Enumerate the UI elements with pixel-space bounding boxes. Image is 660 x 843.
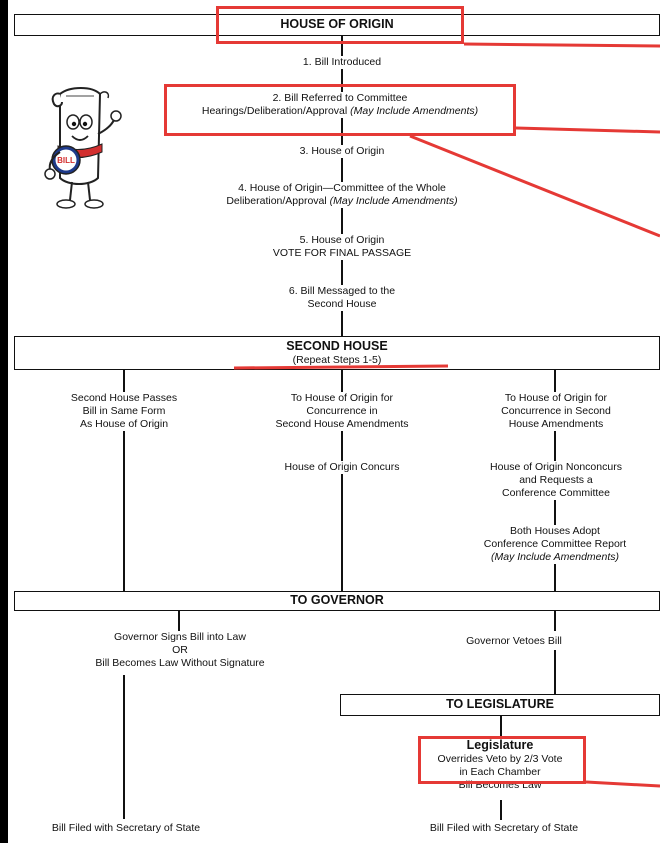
- step-3: 3. House of Origin: [270, 145, 414, 158]
- mascot-badge-text: BILL: [57, 156, 75, 165]
- house-of-origin-title: HOUSE OF ORIGIN: [280, 17, 394, 31]
- house-of-origin-concurs: House of Origin Concurs: [264, 461, 420, 474]
- step-1: 1. Bill Introduced: [266, 56, 418, 69]
- conference-report: Both Houses Adopt Conference Committee R…: [462, 525, 648, 564]
- filed-right: Bill Filed with Secretary of State: [429, 822, 579, 834]
- annotation-line-legislature: [585, 780, 660, 788]
- second-house-header: SECOND HOUSE (Repeat Steps 1-5): [14, 336, 660, 370]
- to-legislature-title: TO LEGISLATURE: [446, 697, 554, 711]
- filed-left-line: [123, 675, 125, 819]
- annotation-line-diagonal: [409, 134, 660, 238]
- concurrence-right: To House of Origin for Concurrence in Se…: [470, 392, 642, 431]
- filed-left: Bill Filed with Secretary of State: [51, 822, 201, 834]
- step-5: 5. House of Origin VOTE FOR FINAL PASSAG…: [250, 234, 434, 260]
- step-4: 4. House of Origin—Committee of the Whol…: [190, 182, 494, 208]
- governor-right-line: [554, 611, 556, 631]
- filed-right-line: [500, 800, 502, 820]
- second-house-title: SECOND HOUSE: [286, 339, 388, 353]
- annotation-underline-second-house: [233, 364, 449, 370]
- conference-amendments: (May Include Amendments): [491, 551, 619, 563]
- governor-left-line: [178, 611, 180, 631]
- annotation-line-step2: [515, 126, 660, 134]
- nonconcurs: House of Origin Nonconcurs and Requests …: [466, 461, 646, 500]
- veto-line: [554, 650, 556, 694]
- step-4-amendments: (May Include Amendments): [329, 195, 458, 207]
- to-governor-title: TO GOVERNOR: [290, 593, 384, 607]
- step-2-amendments: (May Include Amendments): [350, 105, 479, 117]
- governor-vetoes: Governor Vetoes Bill: [466, 635, 562, 647]
- step-6: 6. Bill Messaged to the Second House: [260, 285, 424, 311]
- legislature-line: [500, 716, 502, 736]
- bill-mascot-icon: BILL: [44, 87, 122, 209]
- second-house-passes: Second House Passes Bill in Same Form As…: [44, 392, 204, 431]
- governor-signs: Governor Signs Bill into Law OR Bill Bec…: [95, 631, 265, 669]
- annotation-line-header: [463, 42, 660, 48]
- highlight-step-2: [164, 84, 516, 136]
- middle-column-line: [341, 370, 343, 592]
- highlight-legislature: [418, 736, 586, 784]
- highlight-house-of-origin: [216, 6, 464, 44]
- second-house-subtitle: (Repeat Steps 1-5): [292, 354, 382, 366]
- to-governor-header: TO GOVERNOR: [14, 591, 660, 611]
- step-2: 2. Bill Referred to Committee Hearings/D…: [170, 92, 510, 118]
- left-column-line: [123, 370, 125, 592]
- to-legislature-header: TO LEGISLATURE: [340, 694, 660, 716]
- legislature-title: Legislature: [466, 738, 534, 752]
- concurrence-middle: To House of Origin for Concurrence in Se…: [254, 392, 430, 431]
